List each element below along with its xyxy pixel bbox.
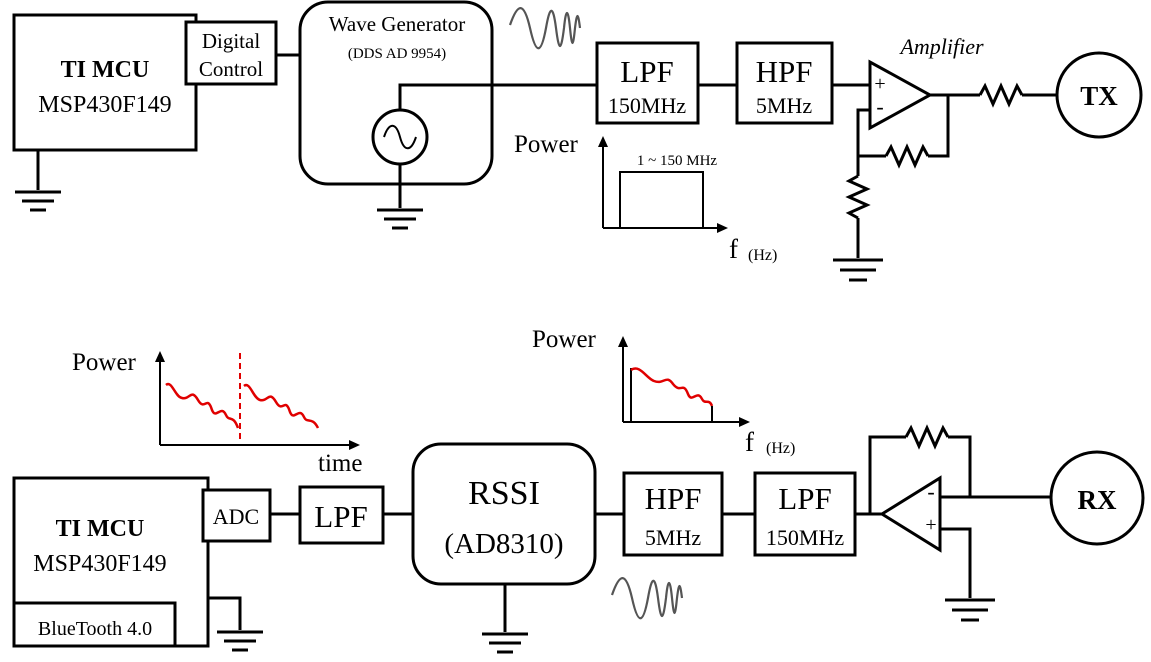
tx-spectrum-band: [619, 171, 704, 228]
rx-lpf-right-block: [753, 471, 857, 557]
tx-hpf-block: [735, 41, 834, 125]
tx-feedback-resistor-icon: [884, 143, 930, 169]
tx-wave-generator-subtitle: (DDS AD 9954): [348, 46, 446, 62]
tx-chirp-waveform-icon: [508, 7, 582, 50]
tx-output-resistor-icon: [978, 82, 1024, 108]
tx-mcu-block: [12, 13, 198, 152]
rx-rssi-subtitle: (AD8310): [444, 528, 563, 560]
rx-time-plot-ylabel: Power: [72, 349, 137, 376]
rx-hpf-label: HPF: [645, 481, 702, 516]
rx-chain: Power time Power f (Hz) TI MCU MSP430F: [12, 326, 1145, 654]
rx-antenna-circle: [1049, 450, 1145, 546]
rx-chirp-waveform-icon: [610, 577, 684, 620]
rx-time-plot-xlabel: time: [318, 450, 362, 477]
ac-source-icon: [371, 108, 429, 166]
tx-wave-generator-title: Wave Generator: [329, 12, 465, 36]
rx-time-plot: Power time: [72, 349, 362, 477]
rx-lpf-left-label: LPF: [314, 499, 367, 534]
rx-rssi-title: RSSI: [468, 475, 540, 512]
rx-feedback-resistor-icon: [904, 424, 950, 450]
rx-amp-minus: -: [927, 479, 934, 504]
tx-op-amp-icon: [868, 59, 934, 131]
rx-time-signal-2: [243, 383, 320, 429]
rx-spectrum-xlabel: f: [745, 427, 754, 457]
rx-amp-plus: +: [925, 514, 936, 536]
rx-spectrum-ylabel: Power: [532, 326, 597, 353]
tx-lpf-label: LPF: [620, 54, 673, 89]
rx-lpf-right-freq: 150MHz: [766, 525, 844, 550]
tx-amp-plus: +: [874, 73, 885, 95]
tx-wave-generator-block: [298, 0, 494, 186]
tx-spectrum-xlabel: f: [729, 234, 738, 264]
tx-amp-ground-icon: [833, 258, 883, 282]
tx-lpf-freq: 150MHz: [608, 93, 686, 118]
tx-hpf-freq: 5MHz: [756, 93, 812, 118]
rx-rssi-block: [411, 442, 597, 586]
rx-bluetooth-block: [12, 601, 177, 648]
rx-spectrum-plot: Power f (Hz): [532, 326, 795, 457]
tx-wavegen-ground-icon: [377, 164, 423, 230]
rx-mcu-ground-icon: [208, 596, 263, 652]
rx-mcu-model: MSP430F149: [33, 551, 166, 577]
tx-antenna-circle: [1055, 51, 1143, 139]
rx-hpf-block: [622, 471, 724, 557]
rx-mcu-title: TI MCU: [56, 516, 145, 542]
tx-digital-control-line1: Digital: [202, 29, 260, 53]
rx-spectrum-xunit: (Hz): [766, 440, 795, 457]
tx-ground-resistor-icon: [845, 174, 871, 220]
tx-lpf-block: [595, 41, 700, 125]
tx-inverting-input-wire: [856, 108, 870, 176]
rx-spectrum-signal: [630, 367, 714, 407]
tx-digital-control-block: [184, 20, 278, 86]
tx-mcu-model: MSP430F149: [38, 92, 171, 118]
rx-adc-label: ADC: [213, 504, 259, 529]
rx-lpf-left-block: [298, 485, 385, 545]
tx-amplifier-label: Amplifier: [898, 34, 984, 59]
rx-antenna-label: RX: [1078, 485, 1117, 515]
tx-spectrum-plot: Power 1 ~ 150 MHz f (Hz): [514, 131, 777, 264]
rx-hpf-freq: 5MHz: [645, 525, 701, 550]
rx-bluetooth-label: BlueTooth 4.0: [38, 618, 152, 640]
rx-lpf-right-label: LPF: [778, 481, 831, 516]
tx-chain: TI MCU MSP430F149 Digital Control Wave G…: [12, 0, 1143, 282]
tx-spectrum-band-label: 1 ~ 150 MHz: [637, 153, 718, 169]
rx-plus-ground-wire: [940, 527, 972, 598]
tx-mcu-ground-icon: [15, 150, 61, 212]
tx-hpf-label: HPF: [756, 54, 813, 89]
tx-spectrum-ylabel: Power: [514, 131, 579, 158]
tx-digital-control-line2: Control: [199, 57, 263, 81]
rx-amp-ground-icon: [945, 598, 995, 622]
rx-rssi-ground-icon: [482, 584, 528, 654]
rx-feedback-wire: [868, 435, 906, 514]
tx-spectrum-xunit: (Hz): [748, 247, 777, 264]
tx-feedback-wire: [928, 95, 950, 158]
rx-time-signal-1: [165, 382, 240, 429]
tx-wire-wavegen-lpf: [398, 83, 597, 110]
tx-antenna-label: TX: [1080, 81, 1118, 111]
tx-amp-minus: -: [876, 94, 883, 119]
rx-adc-block: [201, 488, 272, 543]
tx-mcu-title: TI MCU: [61, 57, 150, 83]
rx-op-amp-icon: [879, 475, 942, 553]
